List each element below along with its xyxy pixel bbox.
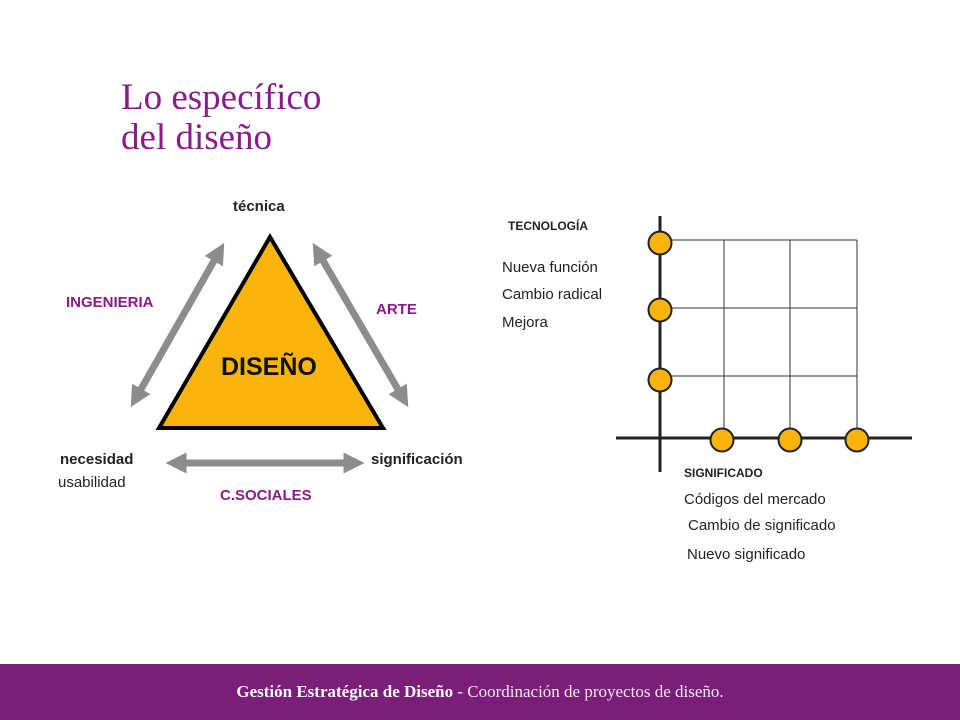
x-level-cambio-significado: Cambio de significado bbox=[688, 517, 836, 534]
x-axis-markers bbox=[709, 427, 870, 453]
design-triangle bbox=[155, 233, 387, 430]
vertex-significacion: significación bbox=[371, 451, 463, 468]
footer-bar: Gestión Estratégica de Diseño - Coordina… bbox=[0, 664, 960, 720]
x-level-nuevo-significado: Nuevo significado bbox=[687, 546, 806, 563]
y-level-cambio-radical: Cambio radical bbox=[502, 286, 603, 303]
marker-cambio-radical bbox=[647, 297, 673, 323]
footer-course-title: Gestión Estratégica de Diseño bbox=[236, 682, 454, 701]
side-ingenieria: INGENIERIA bbox=[66, 294, 154, 311]
matrix-grid bbox=[660, 239, 858, 438]
side-arte: ARTE bbox=[376, 301, 417, 318]
marker-codigos-mercado bbox=[709, 427, 735, 453]
vertex-necesidad: necesidad bbox=[60, 451, 134, 468]
y-axis-markers bbox=[647, 230, 673, 393]
diagram-canvas bbox=[130, 216, 912, 474]
y-level-nueva-funcion: Nueva función bbox=[502, 259, 598, 276]
x-axis-label: SIGNIFICADO bbox=[684, 466, 763, 480]
slide-title: Lo específico del diseño bbox=[121, 78, 321, 158]
marker-cambio-significado bbox=[777, 427, 803, 453]
y-axis-label: TECNOLOGÍA bbox=[508, 219, 588, 233]
title-line-1: Lo específico bbox=[121, 77, 322, 118]
footer-subtitle: - Coordinación de proyectos de diseño. bbox=[453, 682, 724, 701]
marker-mejora bbox=[647, 367, 673, 393]
right-double-arrow bbox=[312, 242, 409, 408]
marker-nueva-funcion bbox=[647, 230, 673, 256]
side-c-sociales: C.SOCIALES bbox=[220, 487, 312, 504]
vertex-usabilidad: usabilidad bbox=[58, 474, 126, 491]
y-level-mejora: Mejora bbox=[502, 314, 548, 331]
vertex-tecnica: técnica bbox=[233, 198, 285, 215]
footer-text: Gestión Estratégica de Diseño - Coordina… bbox=[236, 682, 723, 702]
left-double-arrow bbox=[130, 242, 225, 408]
x-level-codigos-mercado: Códigos del mercado bbox=[684, 491, 826, 508]
title-line-2: del diseño bbox=[121, 117, 273, 158]
marker-nuevo-significado bbox=[844, 427, 870, 453]
triangle-center-diseno: DISEÑO bbox=[221, 353, 317, 381]
